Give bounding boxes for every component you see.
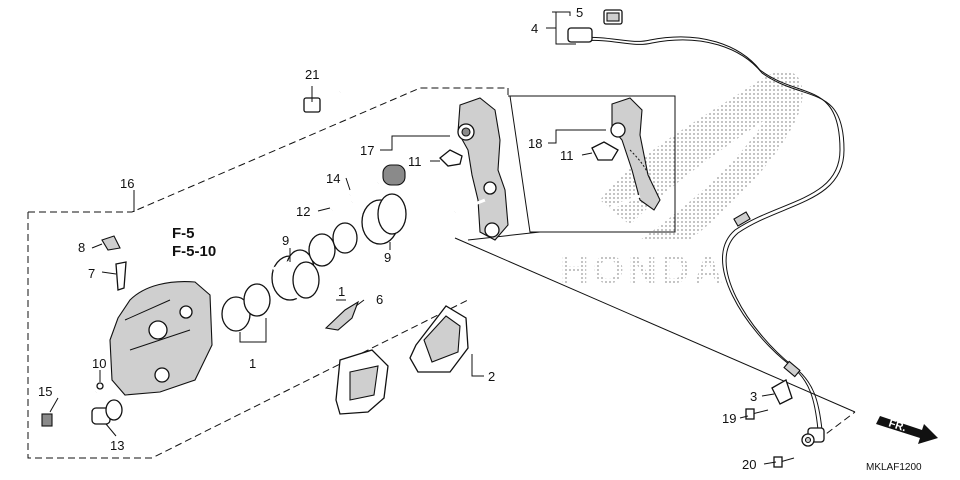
bolt-21-icon <box>303 91 341 113</box>
callout-14: 14 <box>326 171 340 186</box>
slide-pin-14-icon <box>349 181 379 197</box>
callout-5: 5 <box>576 5 583 20</box>
callout-21: 21 <box>305 67 319 82</box>
callout-2: 2 <box>488 369 495 384</box>
pin-boot-icon <box>382 164 406 186</box>
leader <box>546 12 576 45</box>
reference-label: F-5-10 <box>172 243 216 260</box>
leader <box>552 11 571 16</box>
callout-3: 3 <box>750 389 757 404</box>
sensor-leader <box>454 237 856 413</box>
cable-grommet-icon <box>783 360 801 378</box>
leader <box>739 415 749 419</box>
caliper-body-icon <box>109 281 213 396</box>
callout-12: 12 <box>296 204 310 219</box>
callout-11: 11 <box>560 148 574 163</box>
speed-sensor-icon <box>801 427 825 447</box>
callout-4: 4 <box>531 21 538 36</box>
pad-spring-icon <box>439 149 463 167</box>
sensor-wire-outer <box>582 39 845 431</box>
leader <box>239 318 267 343</box>
leader <box>49 397 59 413</box>
bracket-18-icon <box>609 97 661 211</box>
pin-15-icon <box>41 390 97 427</box>
direction-label: FR. <box>887 417 908 434</box>
leader <box>581 152 593 156</box>
leader <box>763 461 777 465</box>
callout-11: 11 <box>408 154 422 169</box>
callout-9: 9 <box>384 250 391 265</box>
bracket-inset-frame <box>508 95 676 233</box>
bleed-valve-icon <box>115 261 127 291</box>
leader <box>317 207 331 212</box>
front-direction-arrow: FR. <box>876 416 938 444</box>
honda-watermark: HONDA <box>560 71 803 292</box>
callout-20: 20 <box>742 457 756 472</box>
o-ring-10-icon <box>96 382 104 390</box>
speed-sensor-cable <box>567 9 845 468</box>
callout-18: 18 <box>528 136 542 151</box>
brake-pad-icon <box>409 305 469 373</box>
sensor-connector-icon <box>567 27 593 43</box>
pin-12-icon <box>330 199 354 213</box>
brake-pad-icon <box>335 349 389 415</box>
piston-icon <box>361 193 407 245</box>
callout-10: 10 <box>92 356 106 371</box>
callout-1: 1 <box>249 356 256 371</box>
callout-8: 8 <box>78 240 85 255</box>
callout-15: 15 <box>38 384 52 399</box>
leader <box>380 135 450 151</box>
piston-icon <box>271 249 320 301</box>
piston-seal-icon <box>308 233 336 267</box>
sensor-outline <box>817 411 856 441</box>
plug-13-icon <box>91 399 123 425</box>
pad-spring-6-icon <box>324 300 360 331</box>
piston-seal-icon <box>332 222 358 254</box>
bracket-leader <box>467 231 541 241</box>
callout-1: 1 <box>338 284 345 299</box>
caliper-assembly-outline <box>27 212 469 459</box>
caliper-assembly-outline-top <box>28 87 508 213</box>
diagram-code: MKLAF1200 <box>866 462 922 473</box>
bleed-cap-icon <box>101 235 121 251</box>
cable-grommet-icon <box>733 211 751 227</box>
callout-17: 17 <box>360 143 374 158</box>
leader <box>345 177 351 191</box>
callout-16: 16 <box>120 176 134 191</box>
bolt-19-icon <box>745 408 769 420</box>
connector-clip-detail <box>606 12 620 22</box>
caliper-bracket-icon <box>382 97 509 241</box>
pad-spring-icon <box>591 141 619 161</box>
leader <box>91 243 103 249</box>
sensor-wire <box>579 36 841 431</box>
leader <box>761 393 775 397</box>
callout-6: 6 <box>376 292 383 307</box>
leader <box>355 299 365 307</box>
leader <box>471 354 484 377</box>
callout-9: 9 <box>282 233 289 248</box>
leader-lines <box>49 11 777 465</box>
piston-seal-icon <box>243 283 271 317</box>
callout-19: 19 <box>722 411 736 426</box>
cable-clamp-icon <box>771 379 793 405</box>
callout-13: 13 <box>110 438 124 453</box>
bolt-20-icon <box>773 456 795 468</box>
reference-label: F-5 <box>172 225 195 242</box>
leader <box>105 423 117 437</box>
callout-7: 7 <box>88 266 95 281</box>
watermark-text: HONDA <box>560 248 727 292</box>
leader <box>548 129 606 144</box>
leader <box>101 271 117 275</box>
